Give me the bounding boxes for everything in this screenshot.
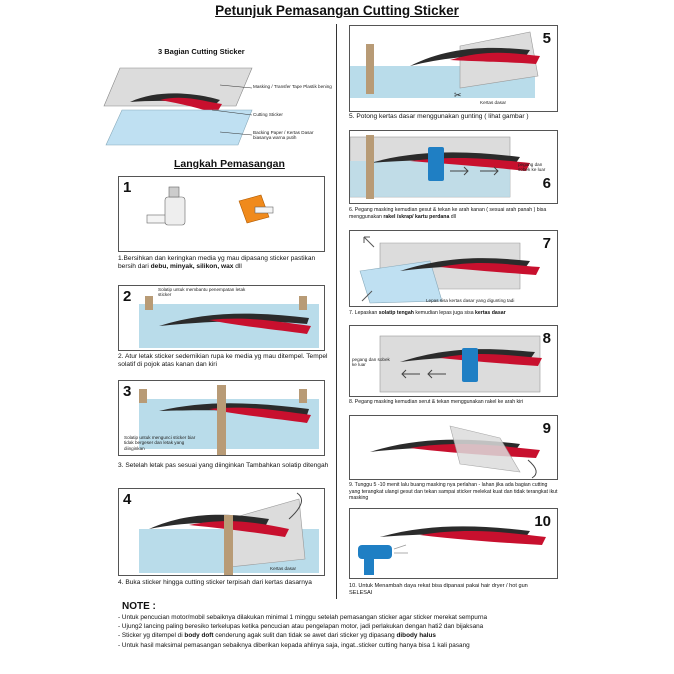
step-7-caption: 7. Lepaskan solatip tengah kemudian lepa… xyxy=(349,310,506,316)
step-number: 2 xyxy=(123,288,132,305)
note-line: - Untuk pencucian motor/mobil sebaiknya … xyxy=(118,614,488,621)
step-number: 6 xyxy=(542,175,551,192)
step-number: 3 xyxy=(123,383,132,400)
step-1-panel: 1 xyxy=(118,176,325,252)
steps-heading: Langkah Pemasangan xyxy=(174,158,285,170)
arrow-up-icon xyxy=(363,236,375,248)
tape-right xyxy=(299,296,307,310)
arrow-left-icon xyxy=(427,369,446,379)
step-1-caption: 1.Bersihkan dan keringkan media yg mau d… xyxy=(118,255,316,270)
note-line: - Untuk hasil maksimal pemasangan sebaik… xyxy=(118,641,470,649)
arrow-right-icon xyxy=(450,166,469,176)
step-number: 4 xyxy=(123,491,132,508)
tape-center xyxy=(217,385,226,455)
note-title: NOTE : xyxy=(122,601,156,612)
arrow-right-icon xyxy=(480,166,499,176)
step-4-caption: 4. Buka sticker hingga cutting sticker t… xyxy=(118,579,312,586)
step-7-label: Lepas sisa kertas dasar yang digunting t… xyxy=(426,298,515,303)
peel-arrow-icon xyxy=(288,492,302,520)
step-5-panel: 5 ✂ xyxy=(349,25,558,112)
backing-label: Backing Paper / Kertas Dasar biasanya wa… xyxy=(253,130,314,141)
step-4-label: Kertas dasar xyxy=(270,566,297,571)
step-6-label: pegang dan sobek ke luar xyxy=(518,162,546,173)
note-body: - Untuk pencucian motor/mobil sebaiknya … xyxy=(118,613,674,650)
layers-illustration xyxy=(100,60,350,150)
squeegee-icon xyxy=(428,147,444,181)
arrow-left-icon xyxy=(401,369,420,379)
arrow-down-icon xyxy=(361,290,373,302)
cloth-icon xyxy=(238,194,270,224)
masking-layer xyxy=(103,67,253,107)
note-line: - Sticker yg ditempel di body doft cende… xyxy=(118,632,436,640)
step-9-panel: 9 xyxy=(349,415,558,480)
step-number: 10 xyxy=(534,513,551,530)
step-7-panel: 7 xyxy=(349,230,558,307)
step-2-label: Solatip untuk membantu penempatan letak … xyxy=(158,287,246,298)
step-4-panel: 4 xyxy=(118,488,325,576)
page-title: Petunjuk Pemasangan Cutting Sticker xyxy=(215,3,459,18)
scissors-icon: ✂ xyxy=(454,90,462,100)
step-10-caption: 10. Untuk Menambah daya rekat bisa dipan… xyxy=(349,583,528,596)
squeegee-icon xyxy=(462,348,478,382)
step-number: 7 xyxy=(542,235,551,252)
step-8-label: pegang dan sobek ke luar xyxy=(352,357,390,368)
step-5-caption: 5. Potong kertas dasar menggunakan gunti… xyxy=(349,113,529,120)
step-5-label: Kertas dasar xyxy=(480,100,507,105)
step-9-caption: 9. Tunggu 5 -10 menit lalu buang masking… xyxy=(349,482,558,502)
hair-dryer-icon xyxy=(358,545,392,559)
tape-left xyxy=(145,296,153,310)
spray-bottle-icon xyxy=(164,196,186,226)
step-3-panel: 3 xyxy=(118,380,325,456)
masking-label: Masking / Transfer Tape Plastik bening xyxy=(253,84,332,89)
step-number: 8 xyxy=(542,330,551,347)
peel-arrow-icon xyxy=(527,459,537,479)
step-6-caption: 6. Pegang masking kemudian gesut & tekan… xyxy=(349,207,547,220)
step-6-panel: 6 xyxy=(349,130,558,204)
backing-layer xyxy=(105,109,253,146)
note-line: - Ujung2 lancing paling beresiko terkelu… xyxy=(118,623,484,631)
step-number: 5 xyxy=(542,30,551,47)
step-10-panel: 10 xyxy=(349,508,558,579)
step-2-panel: 2 xyxy=(118,285,325,351)
step-3-caption: 3. Setelah letak pas sesuai yang diingin… xyxy=(118,462,329,469)
step-number: 9 xyxy=(542,420,551,437)
step-8-caption: 8. Pegang masking kemudian serut & tekan… xyxy=(349,399,524,405)
step-3-label: Solatip untuk mengunci sticker biar tida… xyxy=(124,435,196,451)
sticker-label: Cutting Sticker xyxy=(253,112,283,117)
step-number: 1 xyxy=(123,179,132,196)
step-8-panel: 8 xyxy=(349,325,558,397)
step-2-caption: 2. Atur letak sticker sedemikian rupa ke… xyxy=(118,353,328,368)
column-divider xyxy=(336,24,337,599)
layers-heading: 3 Bagian Cutting Sticker xyxy=(158,47,245,56)
